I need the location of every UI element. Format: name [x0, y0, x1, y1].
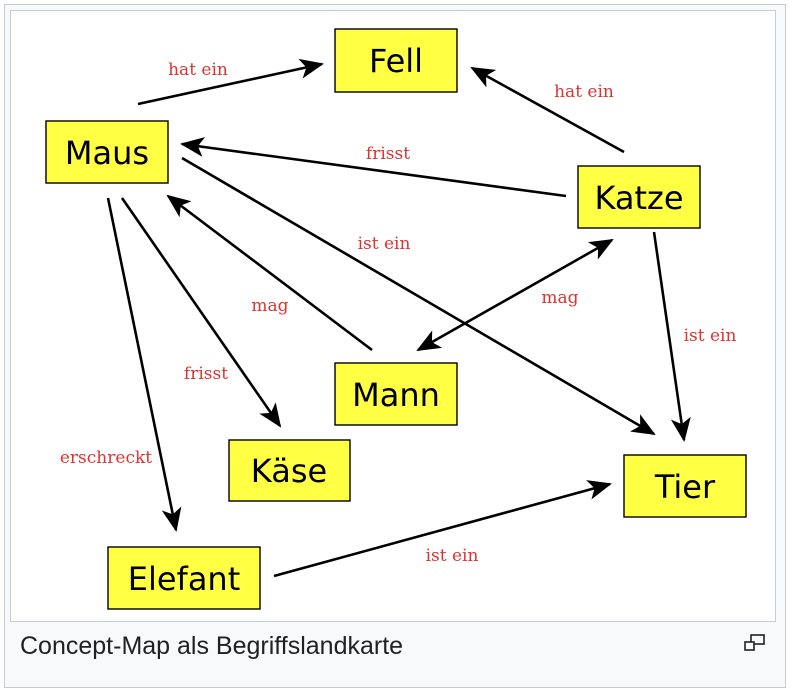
- node-katze: Katze: [577, 165, 701, 229]
- edge-label-katze-tier: ist ein: [684, 326, 737, 346]
- node-label-katze: Katze: [594, 179, 683, 217]
- node-mann: Mann: [334, 362, 458, 426]
- edge-label-maus-fell: hat ein: [168, 60, 228, 80]
- edge-label-elefant-tier: ist ein: [426, 546, 479, 566]
- node-label-mann: Mann: [352, 376, 440, 414]
- edges: [106, 58, 691, 578]
- edge-katze-tier: [652, 231, 691, 442]
- node-elefant: Elefant: [107, 546, 261, 610]
- node-maus: Maus: [45, 120, 169, 184]
- edge-maus-fell: [137, 58, 324, 106]
- edge-label-maus-tier: ist ein: [358, 234, 411, 254]
- node-label-fell: Fell: [369, 42, 423, 80]
- edge-label-mann-katze: mag: [541, 288, 578, 308]
- node-fell: Fell: [334, 28, 458, 93]
- diagram-frame[interactable]: [10, 10, 776, 622]
- edge-elefant-tier: [273, 480, 612, 578]
- figure-caption: Concept-Map als Begriffslandkarte: [20, 632, 404, 660]
- node-label-kaese: Käse: [251, 452, 327, 490]
- node-tier: Tier: [623, 454, 747, 518]
- edge-mann-katze: [416, 238, 614, 352]
- edge-maus-elefant: [106, 197, 182, 532]
- edge-mann-maus: [166, 194, 373, 352]
- edge-label-maus-elefant: erschreckt: [60, 448, 152, 468]
- edge-maus-kaese: [120, 197, 282, 428]
- edge-labels: hat ein hat ein frisst ist ein mag mag i…: [60, 60, 737, 566]
- edge-label-mann-maus: mag: [251, 296, 288, 316]
- node-label-maus: Maus: [65, 134, 149, 172]
- magnify-icon[interactable]: [744, 634, 766, 652]
- node-label-tier: Tier: [654, 468, 716, 506]
- edge-katze-maus: [180, 137, 567, 198]
- node-kaese: Käse: [228, 439, 351, 502]
- edge-label-katze-maus: frisst: [366, 144, 410, 164]
- edge-katze-fell: [470, 66, 625, 154]
- edge-label-maus-kaese: frisst: [184, 364, 228, 384]
- edge-label-katze-fell: hat ein: [554, 82, 614, 102]
- node-label-elefant: Elefant: [128, 560, 241, 598]
